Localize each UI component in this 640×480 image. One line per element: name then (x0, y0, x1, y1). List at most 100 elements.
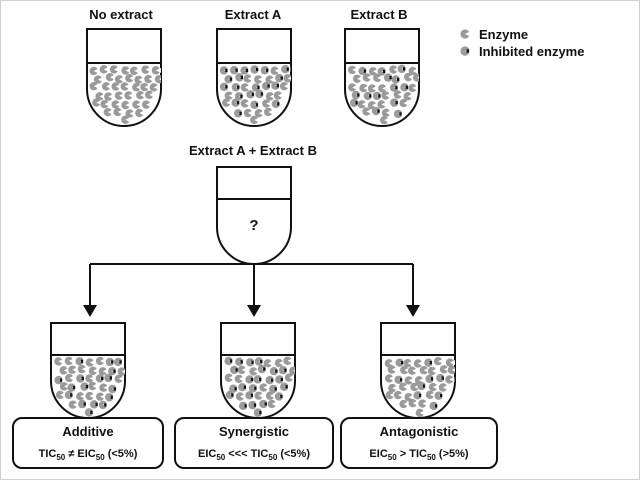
enzyme-dot (231, 83, 241, 92)
outcome-formula-synergistic: EIC50 <<< TIC50 (<5%) (198, 448, 310, 462)
arrow-antagonistic-icon (406, 305, 420, 317)
enzyme-dot (275, 73, 285, 83)
enzyme-dot (399, 399, 409, 409)
label-extract-b: Extract B (350, 7, 407, 22)
tube-combination: ? (216, 166, 292, 265)
enzyme-dot (262, 99, 272, 108)
enzyme-dot (99, 65, 109, 74)
enzyme-dot (267, 399, 277, 409)
enzyme-dot (84, 408, 95, 417)
label-no-extract: No extract (89, 7, 153, 22)
enzyme-dot (240, 83, 250, 92)
enzyme-dot (270, 66, 280, 75)
enzyme-dot (289, 366, 295, 375)
enzyme-dot (68, 365, 78, 374)
enzyme-dot (132, 83, 142, 92)
enzyme-dot (55, 390, 66, 400)
enzyme-dot (358, 66, 368, 76)
arrow-synergistic-icon (247, 305, 261, 317)
enzyme-dot (359, 83, 369, 93)
enzyme-dot (362, 73, 372, 82)
enzyme-dot (408, 66, 418, 76)
enzyme-dot (393, 390, 404, 400)
enzyme-dot (351, 90, 361, 100)
enzyme-dot (433, 357, 444, 366)
enzyme-dot (393, 109, 404, 119)
enzyme-dot (352, 74, 363, 83)
enzyme-dot (384, 374, 395, 383)
enzyme-dot (254, 357, 264, 366)
legend-enzyme-label: Enzyme (479, 27, 528, 42)
enzyme-dot (271, 81, 281, 90)
enzyme-dot (363, 91, 373, 101)
enzyme-dot (434, 391, 444, 400)
enzyme-dot (111, 82, 121, 91)
enzyme-dot (248, 400, 258, 410)
enzyme-dot (264, 107, 274, 117)
enzyme-dot (379, 115, 390, 125)
enzyme-dot (95, 92, 105, 101)
enzyme-dot (245, 358, 256, 367)
enzyme-dot (240, 99, 250, 108)
enzyme-dot (234, 92, 245, 101)
enzyme-dot (395, 358, 405, 367)
question-mark: ? (249, 217, 258, 234)
enzyme-dot (125, 74, 135, 83)
enzyme-dot (151, 66, 161, 75)
enzyme-dot (427, 366, 438, 376)
enzyme-dot (407, 366, 418, 375)
enzyme-dot (149, 83, 159, 92)
enzyme-dot (438, 383, 448, 392)
enzyme-dot (265, 391, 276, 400)
enzyme-dot (105, 393, 115, 402)
enzyme-dot (59, 366, 69, 375)
enzyme-dot (284, 373, 295, 382)
enzyme-dot (274, 358, 285, 368)
enzyme-dot (75, 357, 85, 366)
tube-antagonistic (380, 322, 456, 419)
enzyme-dot (259, 383, 269, 392)
enzyme-dot (107, 366, 118, 376)
enzyme-dot (68, 400, 78, 409)
enzyme-dot (77, 364, 87, 374)
enzyme-dot (279, 81, 290, 91)
enzyme-dot (250, 115, 260, 125)
tube-synergistic (220, 322, 296, 419)
enzyme-dot (105, 72, 115, 82)
branch-connectors (89, 263, 414, 309)
enzyme-dot (219, 82, 230, 92)
enzyme-dot (98, 400, 108, 410)
enzyme-dot (273, 91, 283, 100)
enzyme-dot (404, 393, 414, 402)
enzyme-dot (425, 374, 435, 384)
enzyme-dot (393, 90, 403, 99)
enzyme-dot (263, 359, 273, 368)
enzyme-dot (439, 365, 449, 374)
enzyme-dot (404, 376, 414, 385)
enzyme-dot (235, 357, 245, 367)
enzyme-cluster (54, 356, 125, 417)
enzyme-dot (219, 66, 229, 75)
enzyme-dot (403, 359, 413, 368)
enzyme-dot (85, 374, 95, 383)
outcome-formula-antagonistic: EIC50 > TIC50 (>5%) (369, 448, 468, 462)
tube-extract-b (344, 28, 420, 127)
enzyme-dot (80, 382, 90, 391)
enzyme-dot (377, 100, 387, 109)
enzyme-dot (385, 390, 395, 400)
enzyme-dot (275, 375, 285, 384)
enzyme-dot (113, 107, 123, 117)
enzyme-dot (101, 82, 112, 91)
enzyme-dot (240, 66, 250, 75)
enzyme-dot (253, 375, 263, 384)
enzyme-dot (362, 107, 372, 116)
enzyme-dot (224, 74, 234, 84)
enzyme-dot (105, 357, 115, 367)
enzyme-dot (104, 92, 114, 101)
enzyme-dot (265, 375, 275, 385)
enzyme-dot (234, 374, 244, 384)
enzyme-dot (54, 357, 64, 366)
enzyme-dot (111, 100, 121, 109)
enzyme-dot (408, 398, 418, 408)
enzyme-dot (372, 91, 382, 101)
